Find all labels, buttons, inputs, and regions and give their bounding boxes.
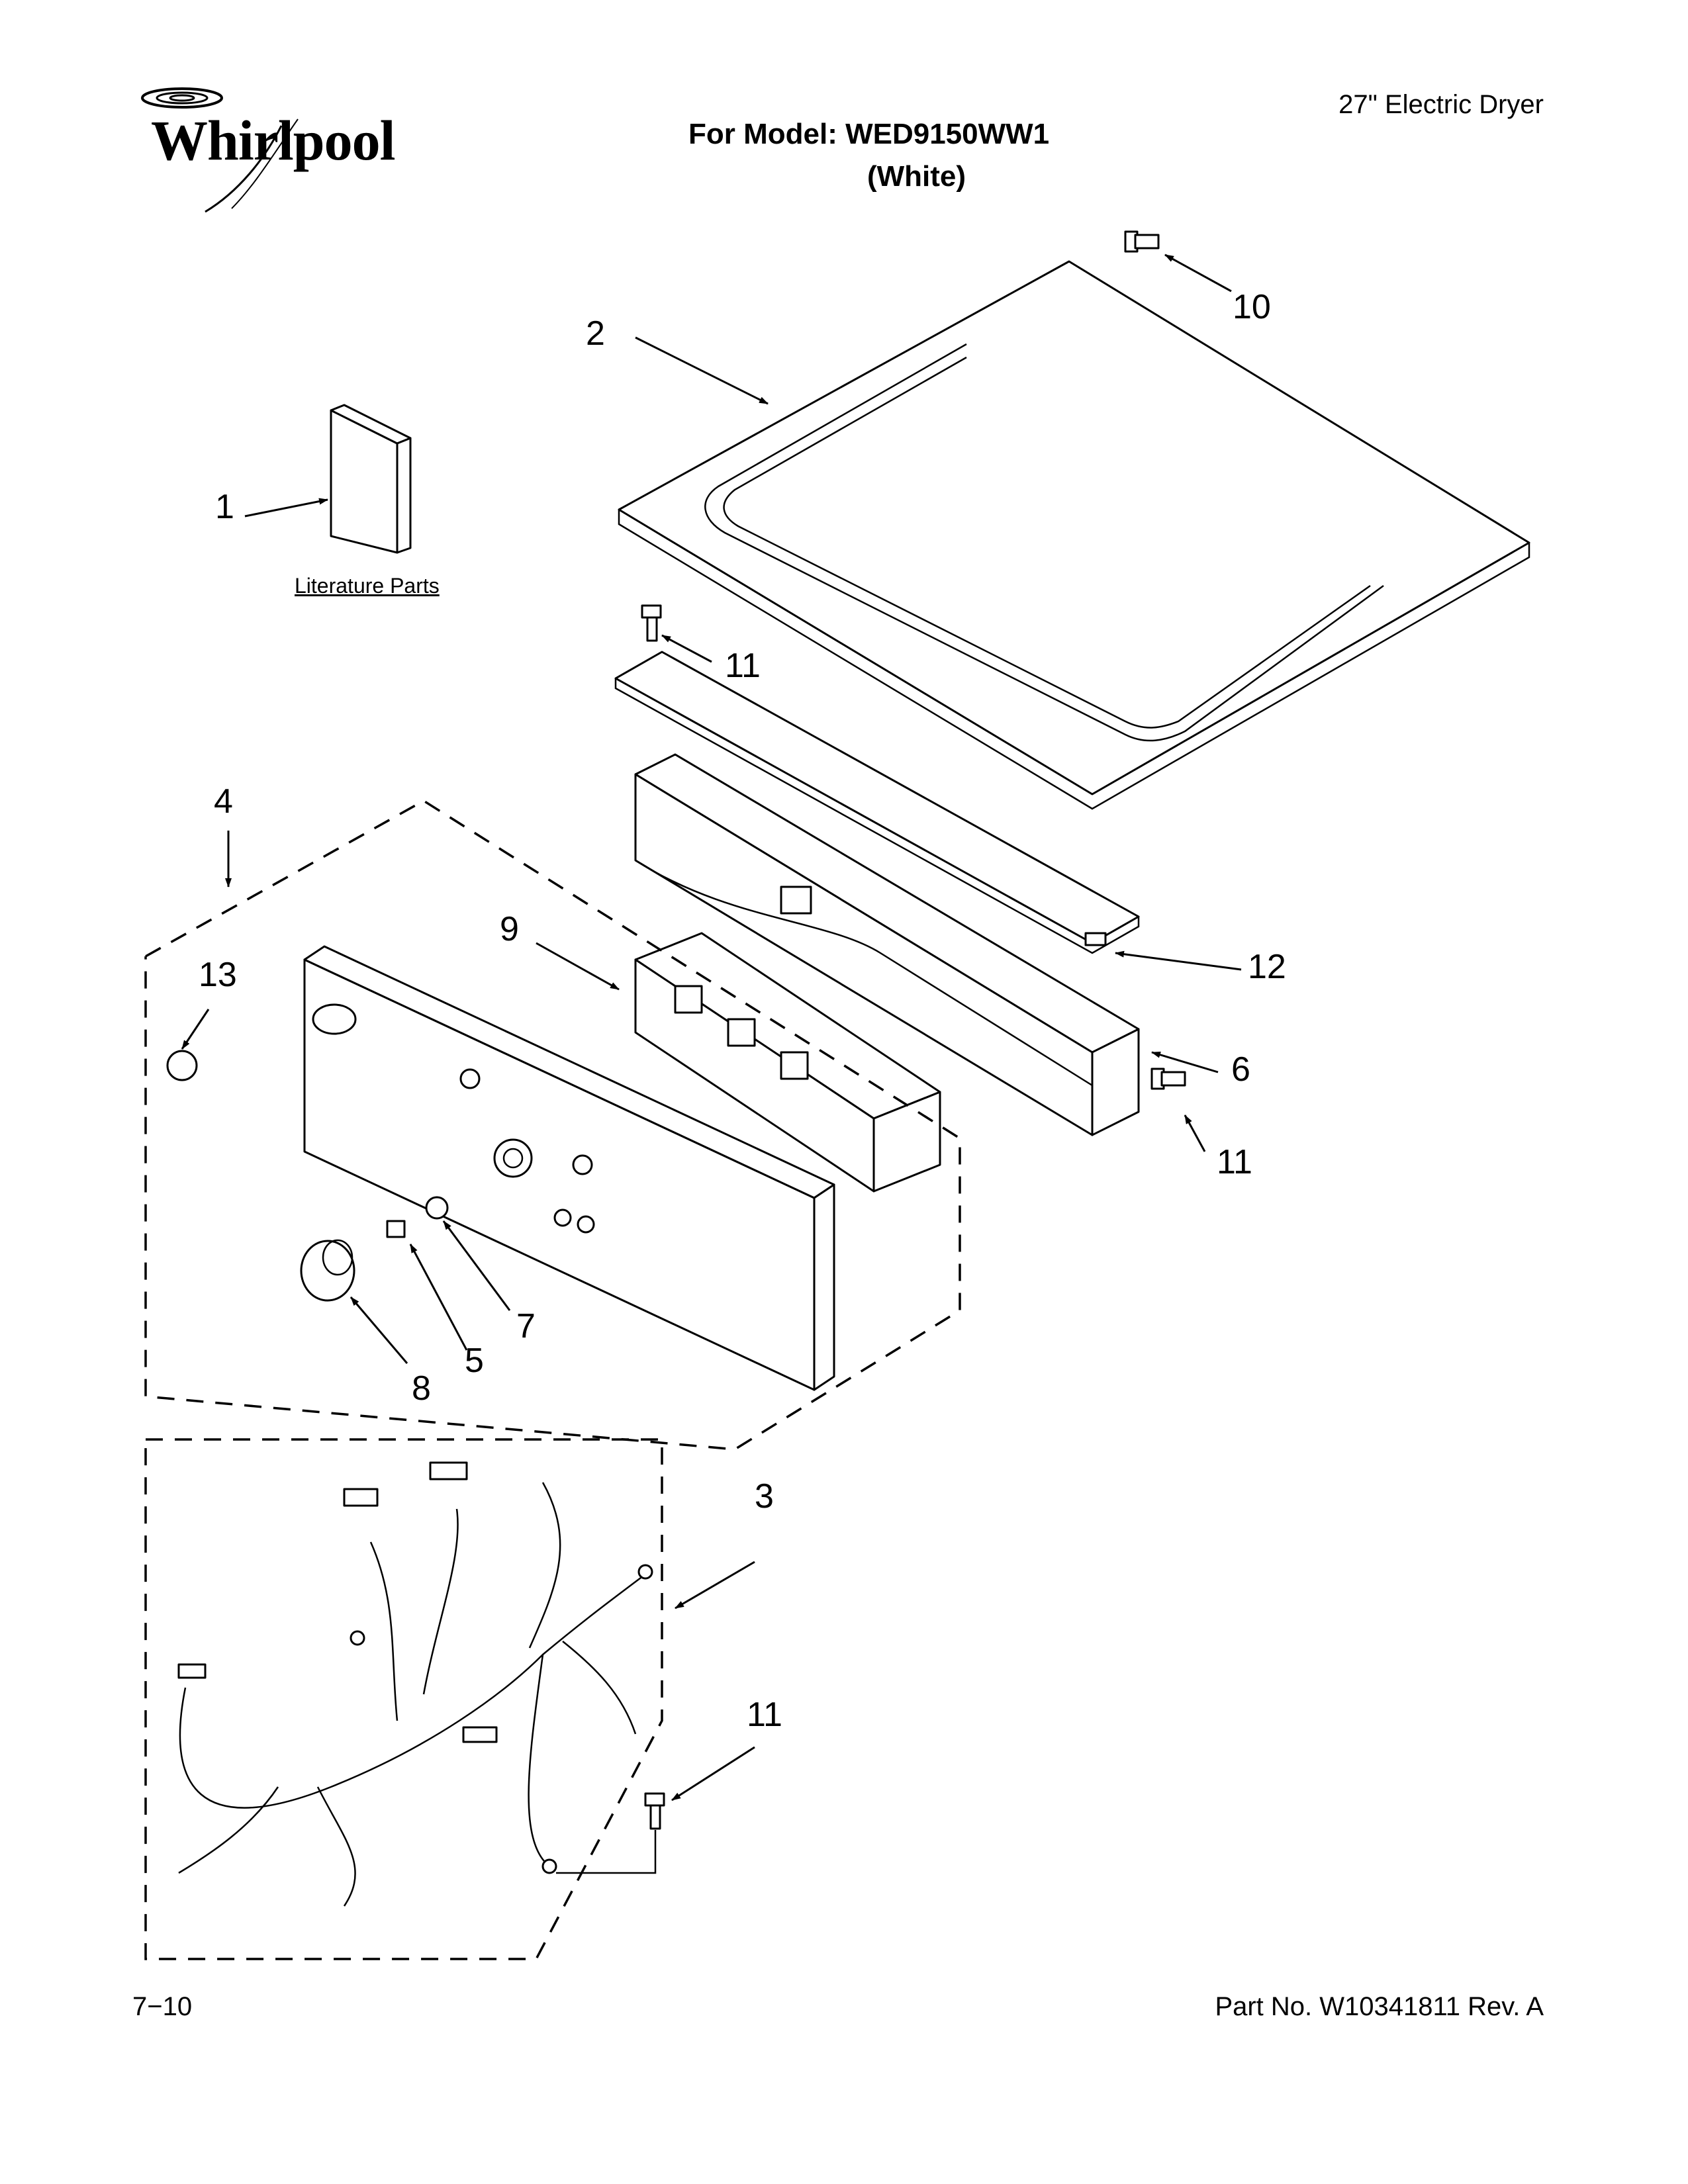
screw-11-right xyxy=(1150,1068,1186,1090)
callout-9: 9 xyxy=(500,910,519,948)
callout-7: 7 xyxy=(516,1307,536,1345)
control-board xyxy=(634,932,941,1193)
product-type: 27" Electric Dryer xyxy=(1338,90,1544,119)
wire-harness-boundary xyxy=(144,1438,663,1960)
callout-11-right: 11 xyxy=(1217,1143,1252,1181)
callout-11-bottom: 11 xyxy=(747,1696,782,1734)
callout-3: 3 xyxy=(755,1477,774,1516)
logo-badge xyxy=(166,1050,198,1081)
callout-2: 2 xyxy=(586,314,605,353)
brand-wordmark: Whirlpool xyxy=(151,109,396,172)
callout-5: 5 xyxy=(465,1342,484,1380)
dryer-top-panel xyxy=(618,260,1530,810)
callout-8: 8 xyxy=(412,1369,431,1408)
console-support xyxy=(634,753,1140,1136)
literature-parts-label: Literature Parts xyxy=(295,574,440,598)
model-title: For Model: WED9150WW1 xyxy=(688,118,1050,150)
callout-12: 12 xyxy=(1248,948,1286,986)
callout-6: 6 xyxy=(1231,1050,1250,1089)
callout-1: 1 xyxy=(215,488,234,526)
screw-11-bottom xyxy=(644,1792,665,1830)
screw-10 xyxy=(1124,230,1160,253)
callout-10: 10 xyxy=(1233,288,1271,326)
control-knob xyxy=(300,1239,355,1302)
knob-spacer xyxy=(386,1220,406,1238)
model-color: (White) xyxy=(867,160,966,193)
callout-11-top: 11 xyxy=(725,647,761,685)
console-panel xyxy=(303,945,835,1391)
callout-13: 13 xyxy=(199,956,237,994)
page-number: 7−10 xyxy=(132,1992,193,2021)
hex-nut xyxy=(425,1196,449,1220)
callout-leaders xyxy=(181,253,1242,1801)
literature-booklet xyxy=(330,404,412,554)
part-number: Part No. W10341811 Rev. A xyxy=(1215,1992,1544,2021)
wire-harness xyxy=(177,1461,653,1907)
screw-11-top xyxy=(641,604,662,642)
whirlpool-logo xyxy=(132,79,397,218)
callout-4: 4 xyxy=(214,782,233,821)
top-bracket xyxy=(614,651,1140,954)
